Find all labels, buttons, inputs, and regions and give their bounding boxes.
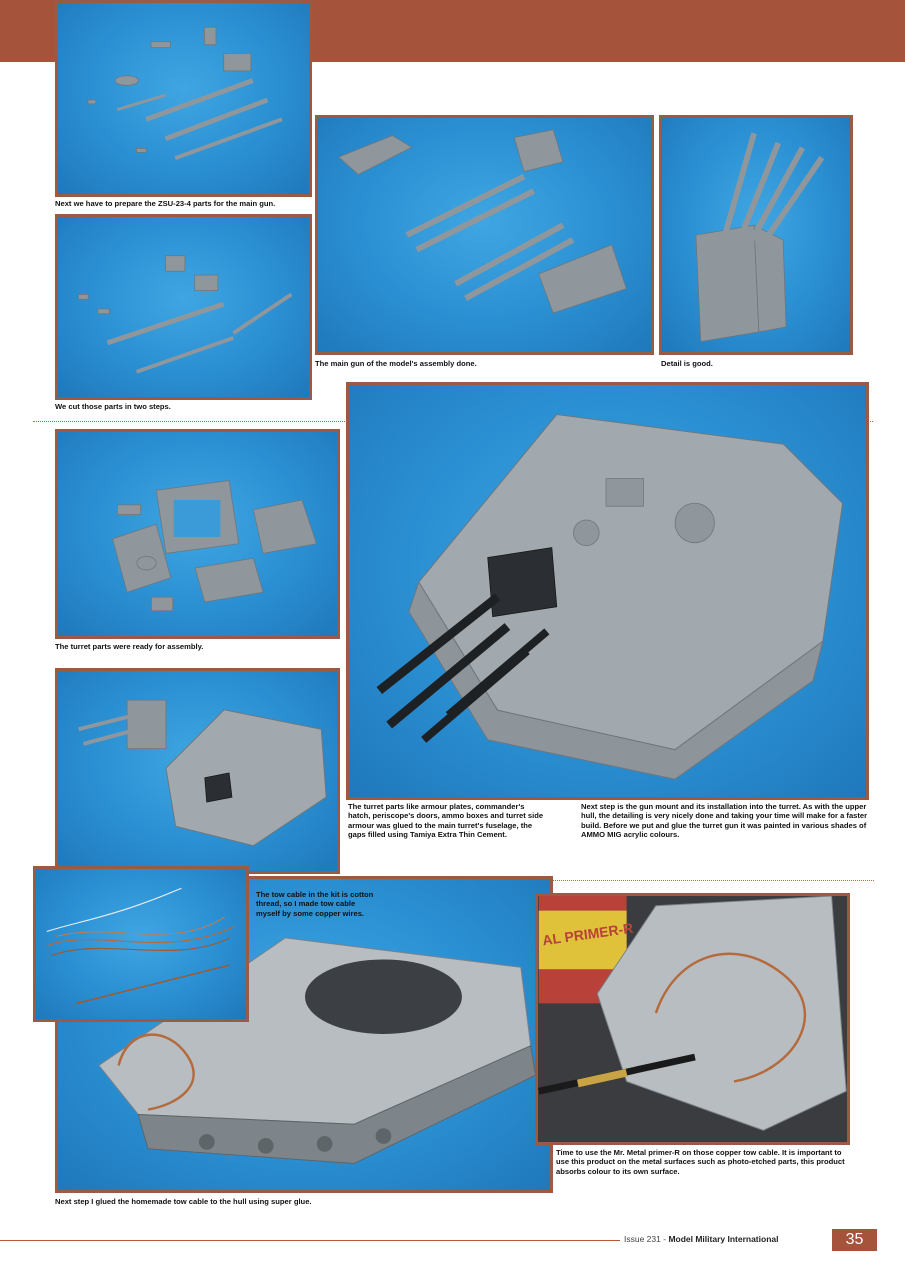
section-divider-bottom	[248, 880, 874, 881]
turret-parts-illustration	[112, 480, 318, 612]
caption-turret-parts: The turret parts were ready for assembly…	[55, 642, 204, 651]
photo-turret-with-gun	[55, 668, 340, 874]
photo-copper-wires	[33, 866, 249, 1022]
copper-wires-illustration	[46, 887, 235, 1005]
caption-detail: Detail is good.	[661, 359, 713, 368]
caption-cut-parts: We cut those parts in two steps.	[55, 402, 171, 411]
gun-parts-illustration	[87, 26, 283, 160]
primer-illustration	[538, 896, 847, 1131]
page-number: 35	[832, 1229, 877, 1251]
footer-issue-number: Issue 231	[624, 1234, 661, 1244]
caption-main-gun-assembly: The main gun of the model's assembly don…	[315, 359, 477, 368]
photo-primer: AL PRIMER-R	[535, 893, 850, 1145]
gun-assembly-illustration	[338, 129, 627, 314]
caption-tow-cable-kit: The tow cable in the kit is cotton threa…	[256, 890, 374, 918]
photo-cut-parts	[55, 214, 312, 400]
photo-gun-parts	[55, 0, 312, 197]
photo-turret-assembled	[346, 382, 869, 800]
cut-parts-illustration	[78, 255, 293, 374]
photo-turret-parts	[55, 429, 340, 639]
caption-primer: Time to use the Mr. Metal primer-R on th…	[556, 1148, 845, 1176]
photo-detail	[659, 115, 853, 355]
detail-illustration	[695, 132, 825, 343]
footer-line	[0, 1240, 620, 1241]
caption-gun-parts: Next we have to prepare the ZSU-23-4 par…	[55, 199, 276, 208]
turret-with-gun-illustration	[78, 699, 327, 847]
footer-issue: Issue 231 - Model Military International	[624, 1234, 778, 1244]
hull-illustration	[98, 937, 537, 1165]
footer-magazine-title: Model Military International	[668, 1234, 779, 1244]
caption-glue-tow-cable: Next step I glued the homemade tow cable…	[55, 1197, 312, 1206]
turret-assembled-illustration	[376, 414, 844, 780]
caption-gun-mount: Next step is the gun mount and its insta…	[581, 802, 868, 840]
footer-separator: -	[660, 1234, 669, 1244]
photo-main-gun-assembly	[315, 115, 654, 355]
caption-turret-assembled: The turret parts like armour plates, com…	[348, 802, 544, 840]
